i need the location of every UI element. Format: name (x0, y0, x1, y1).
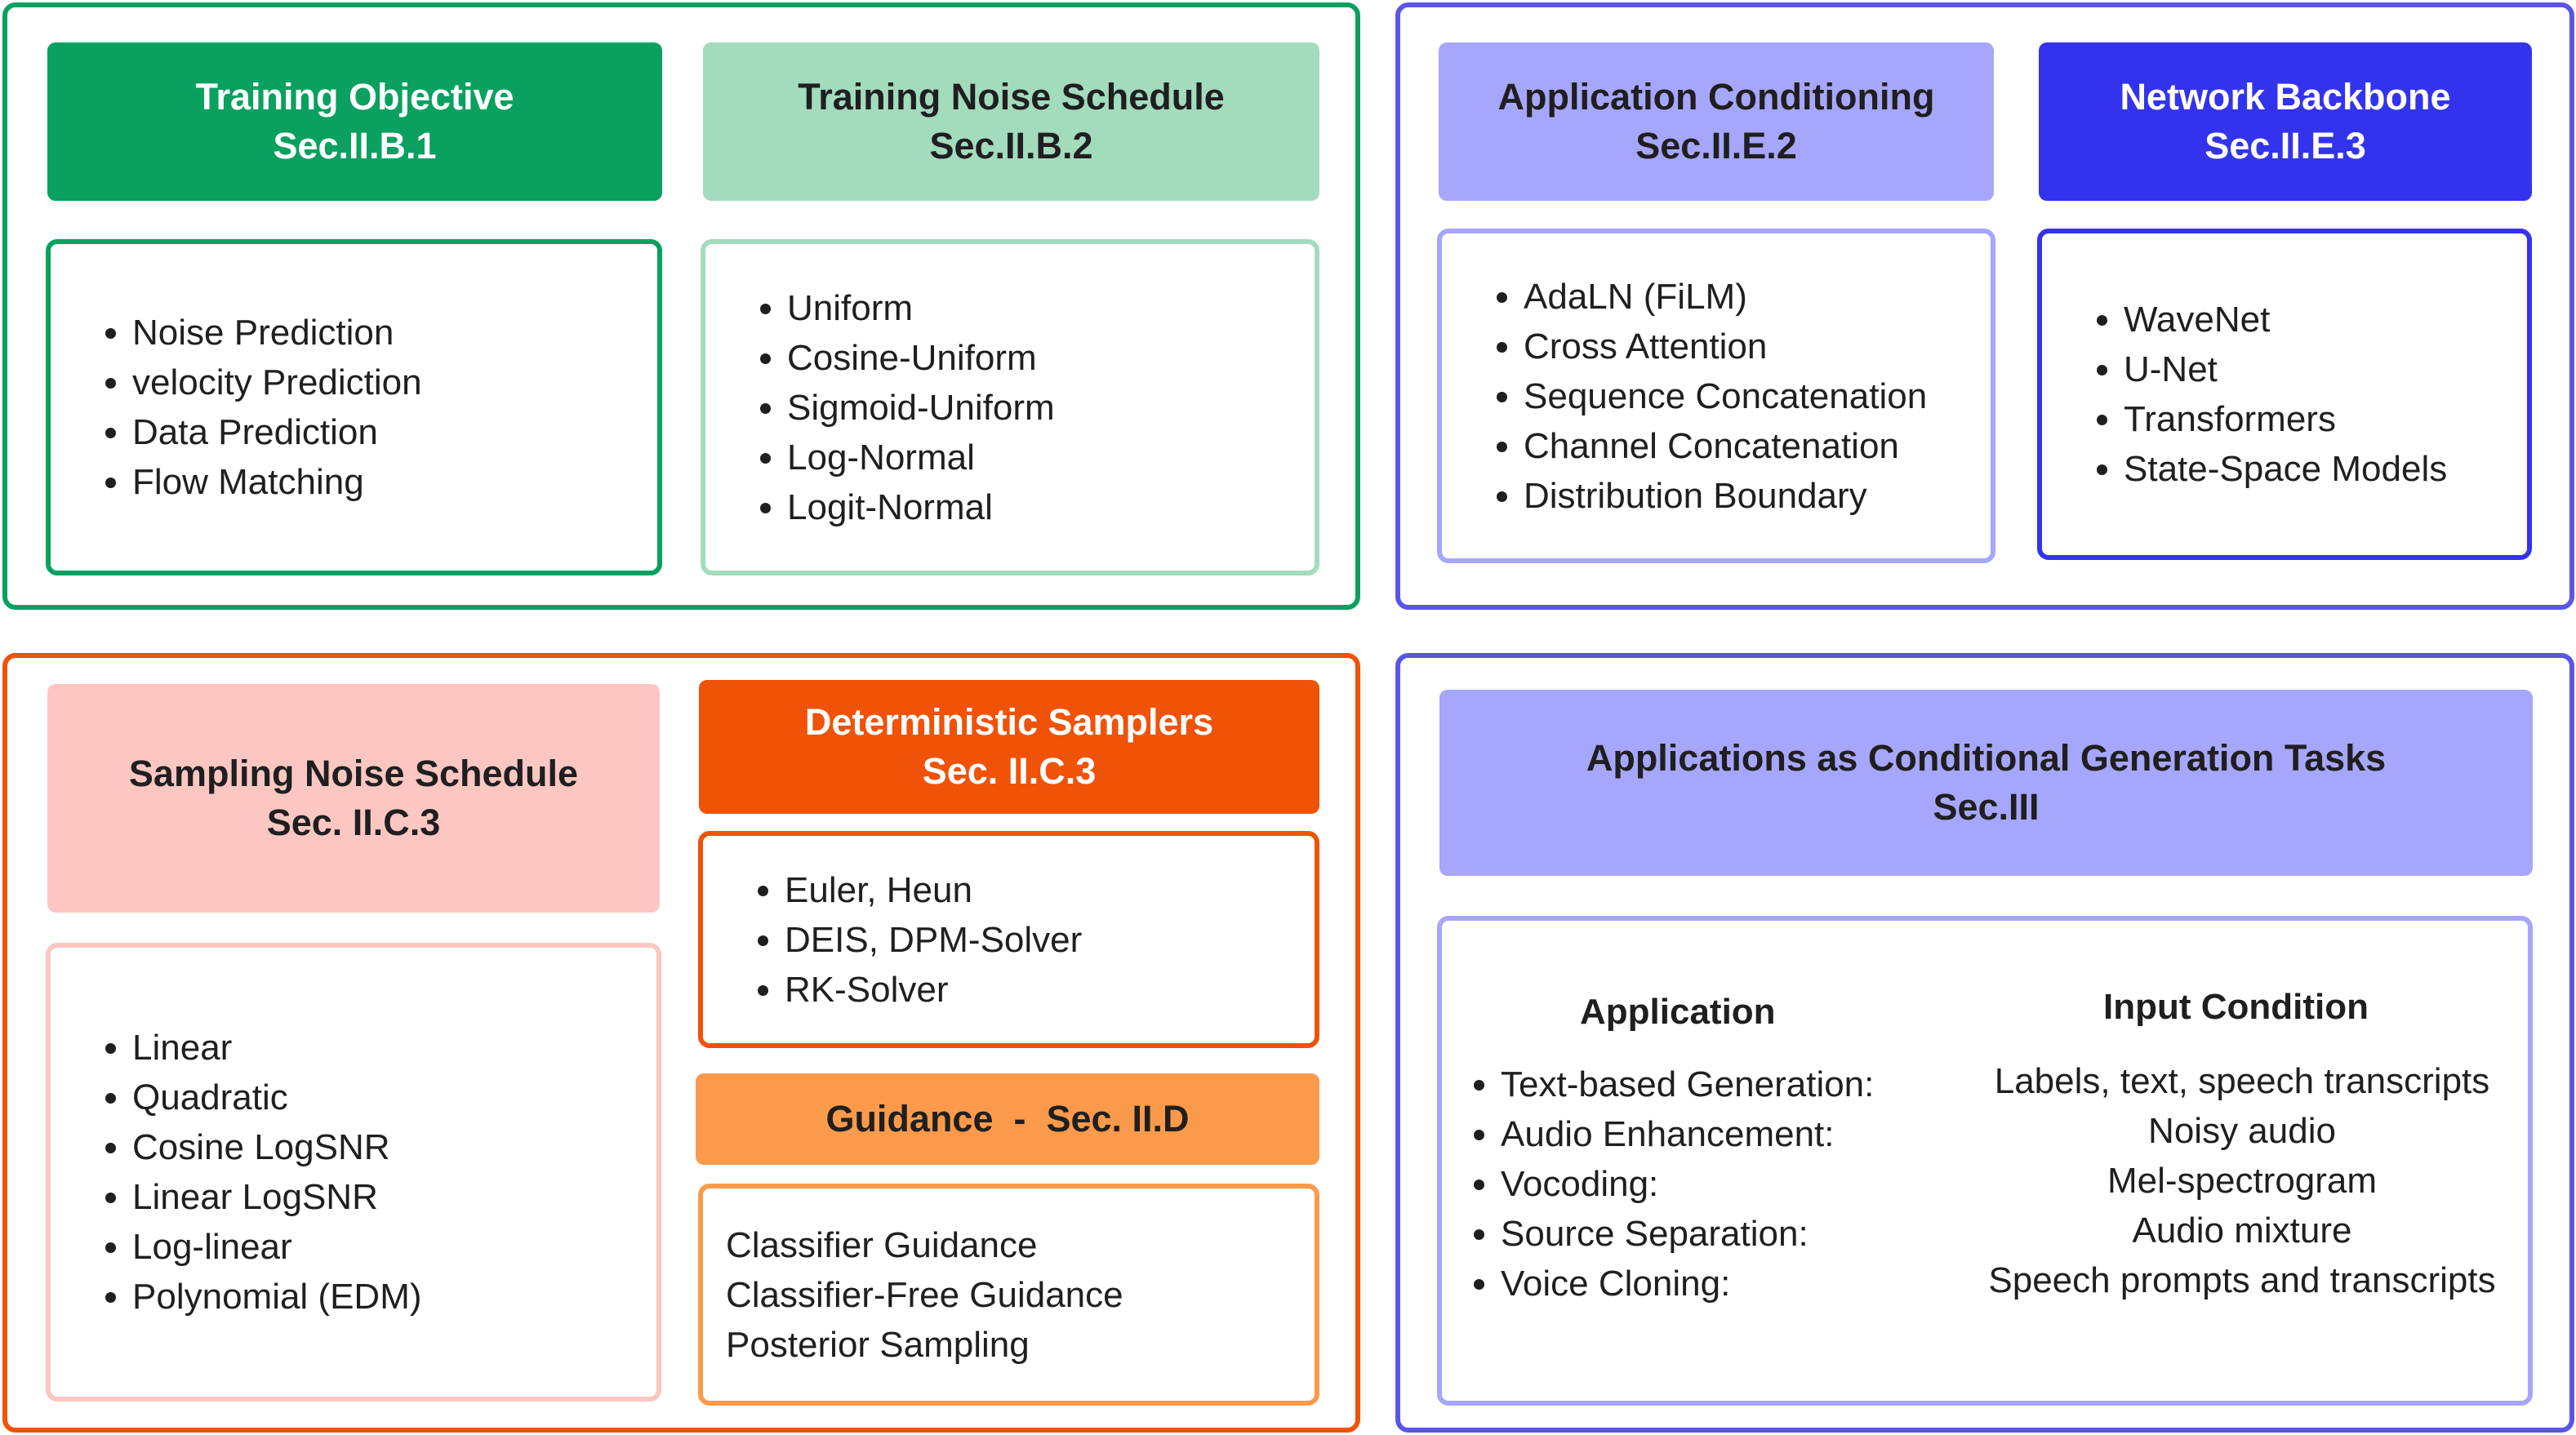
list-item: U-Net (2124, 344, 2527, 394)
training-noise-schedule-list-box: Uniform Cosine-Uniform Sigmoid-Uniform L… (701, 239, 1319, 575)
sampling-noise-schedule-list-box: Linear Quadratic Cosine LogSNR Linear Lo… (46, 943, 661, 1402)
applications-title: Applications as Conditional Generation T… (1586, 737, 2387, 779)
guidance-header: Guidance - Sec. II.D (696, 1073, 1319, 1165)
applications-section: Sec.III (1933, 786, 2040, 828)
list-item: RK-Solver (785, 965, 1315, 1015)
list-item: Classifier-Free Guidance (726, 1274, 1123, 1315)
list-item: Mel-spectrogram (2107, 1161, 2378, 1201)
list-item: Classifier Guidance (726, 1224, 1038, 1265)
sampling-noise-schedule-header: Sampling Noise Schedule Sec. II.C.3 (47, 684, 660, 913)
application-list: Text-based Generation: Audio Enhancement… (1442, 1060, 1874, 1308)
list-item: Speech prompts and transcripts (1988, 1260, 2496, 1300)
list-item: Linear (132, 1023, 656, 1073)
training-noise-schedule-title: Training Noise Schedule (798, 76, 1225, 118)
list-item: Linear LogSNR (132, 1172, 656, 1222)
list-item: Cosine-Uniform (787, 333, 1315, 383)
list-item: Audio Enhancement: (1501, 1109, 1874, 1159)
application-column-header: Application (1580, 992, 1776, 1032)
list-item: Polynomial (EDM) (132, 1272, 656, 1322)
list-item: Vocoding: (1501, 1159, 1874, 1209)
list-item: Transformers (2124, 394, 2527, 444)
sampling-noise-schedule-section: Sec. II.C.3 (266, 802, 441, 843)
list-item: Noisy audio (2148, 1111, 2336, 1151)
deterministic-samplers-title: Deterministic Samplers (804, 701, 1214, 743)
list-item: Cross Attention (1524, 322, 1991, 371)
list-item: Cosine LogSNR (132, 1122, 656, 1172)
list-item: Data Prediction (132, 407, 657, 457)
list-item: Labels, text, speech transcripts (1994, 1061, 2490, 1101)
guidance-title: Guidance - Sec. II.D (825, 1098, 1190, 1140)
list-item: Source Separation: (1501, 1209, 1874, 1259)
network-backbone-header: Network Backbone Sec.II.E.3 (2039, 42, 2532, 201)
input-condition-column-header: Input Condition (2103, 987, 2369, 1027)
list-item: Quadratic (132, 1073, 656, 1122)
list-item: DEIS, DPM-Solver (785, 915, 1315, 965)
list-item: State-Space Models (2124, 444, 2527, 494)
list-item: Distribution Boundary (1524, 471, 1991, 521)
list-item: Audio mixture (2132, 1211, 2352, 1251)
deterministic-samplers-list-box: Euler, Heun DEIS, DPM-Solver RK-Solver (698, 831, 1319, 1048)
list-item: Log-Normal (787, 433, 1315, 482)
deterministic-samplers-section: Sec. II.C.3 (922, 750, 1097, 792)
network-backbone-title: Network Backbone (2120, 76, 2451, 118)
list-item: Euler, Heun (785, 865, 1315, 915)
application-conditioning-list-box: AdaLN (FiLM) Cross Attention Sequence Co… (1437, 229, 1995, 563)
list-item: Uniform (787, 283, 1315, 333)
network-backbone-section: Sec.II.E.3 (2205, 125, 2366, 167)
sampling-noise-schedule-title: Sampling Noise Schedule (128, 753, 579, 794)
applications-table-box: Application Input Condition Text-based G… (1437, 916, 2533, 1406)
list-item: WaveNet (2124, 295, 2527, 344)
list-item: Voice Cloning: (1501, 1259, 1874, 1308)
training-objective-list-box: Noise Prediction velocity Prediction Dat… (46, 239, 662, 575)
application-conditioning-header: Application Conditioning Sec.II.E.2 (1439, 42, 1994, 201)
input-condition-list: Labels, text, speech transcripts Noisy a… (1932, 1056, 2552, 1305)
deterministic-samplers-header: Deterministic Samplers Sec. II.C.3 (699, 680, 1319, 814)
list-item: Flow Matching (132, 457, 657, 507)
network-backbone-list: WaveNet U-Net Transformers State-Space M… (2042, 295, 2527, 494)
applications-header: Applications as Conditional Generation T… (1439, 690, 2533, 876)
deterministic-samplers-list: Euler, Heun DEIS, DPM-Solver RK-Solver (703, 865, 1315, 1015)
training-objective-section: Sec.II.B.1 (273, 125, 437, 167)
sampling-noise-schedule-list: Linear Quadratic Cosine LogSNR Linear Lo… (51, 1023, 656, 1322)
training-objective-title: Training Objective (195, 76, 514, 118)
training-objective-list: Noise Prediction velocity Prediction Dat… (51, 308, 657, 507)
training-noise-schedule-list: Uniform Cosine-Uniform Sigmoid-Uniform L… (705, 283, 1315, 532)
network-backbone-list-box: WaveNet U-Net Transformers State-Space M… (2037, 229, 2532, 560)
sampling-panel (2, 653, 1360, 1433)
list-item: AdaLN (FiLM) (1524, 272, 1991, 322)
list-item: Logit-Normal (787, 482, 1315, 532)
application-conditioning-list: AdaLN (FiLM) Cross Attention Sequence Co… (1442, 272, 1991, 521)
architecture-panel (1395, 2, 2574, 610)
list-item: Sigmoid-Uniform (787, 383, 1315, 433)
training-objective-header: Training Objective Sec.II.B.1 (47, 42, 662, 201)
list-item: Text-based Generation: (1501, 1060, 1874, 1109)
training-noise-schedule-section: Sec.II.B.2 (929, 125, 1093, 167)
list-item: Channel Concatenation (1524, 421, 1991, 471)
list-item: Posterior Sampling (726, 1324, 1030, 1365)
guidance-list-box: Classifier Guidance Classifier-Free Guid… (698, 1184, 1319, 1406)
application-conditioning-title: Application Conditioning (1497, 76, 1935, 118)
applications-panel (1395, 653, 2574, 1433)
application-conditioning-section: Sec.II.E.2 (1635, 125, 1797, 167)
list-item: Sequence Concatenation (1524, 371, 1991, 421)
list-item: Noise Prediction (132, 308, 657, 358)
training-panel (2, 2, 1360, 610)
list-item: velocity Prediction (132, 358, 657, 407)
training-noise-schedule-header: Training Noise Schedule Sec.II.B.2 (703, 42, 1319, 201)
list-item: Log-linear (132, 1222, 656, 1272)
